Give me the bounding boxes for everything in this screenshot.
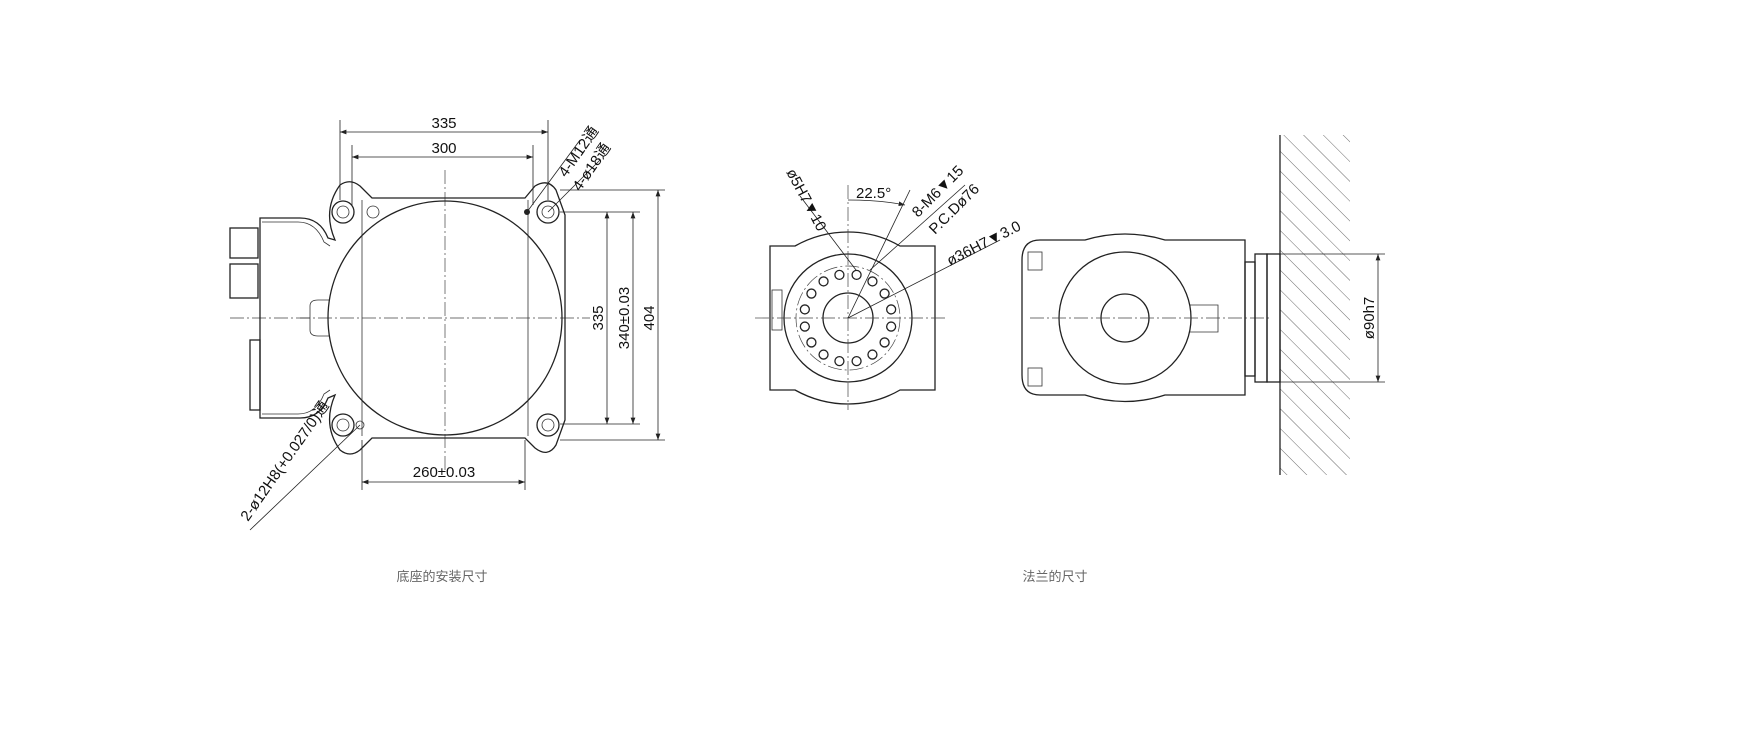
mounting-wall <box>1280 135 1350 475</box>
mounting-holes <box>331 200 560 437</box>
dim-height-inner: 335 <box>590 305 607 330</box>
flange-hole <box>851 269 862 280</box>
flange-hole <box>867 349 878 360</box>
flange-hole <box>867 276 878 287</box>
arm-cable-port <box>1027 367 1043 387</box>
flange-hole <box>879 288 890 299</box>
dim-width-outer: 335 <box>431 115 456 132</box>
flange-hole <box>834 269 845 280</box>
angle-label: 22.5° <box>856 185 891 202</box>
flange-hole <box>799 304 810 315</box>
dim-height-outer: 404 <box>641 305 658 330</box>
base-slot <box>300 299 330 337</box>
connectors <box>229 227 261 411</box>
flange-side-view: ø90h7 <box>1021 135 1385 475</box>
base-center-circle <box>327 200 563 436</box>
arm-key-tab <box>1190 304 1219 333</box>
flange-plate <box>1244 261 1256 377</box>
base-mounting-view: 335 300 335 340±0.03 404 260±0.03 4-M12通… <box>229 115 665 531</box>
dim-width-inner: 300 <box>431 140 456 157</box>
shaft-dimension-lines <box>1267 253 1385 383</box>
flange-hole <box>834 356 845 367</box>
arm-body <box>1021 233 1246 403</box>
dim-bottom: 260±0.03 <box>413 464 475 481</box>
base-dimension-lines <box>249 120 665 531</box>
flange-hole <box>799 321 810 332</box>
flange-hole <box>879 337 890 348</box>
flange-hole <box>806 288 817 299</box>
base-view-caption: 底座的安装尺寸 <box>396 569 488 584</box>
flange-holes <box>799 269 897 367</box>
flange-hole <box>818 276 829 287</box>
shaft-dim-label: ø90h7 <box>1361 297 1378 340</box>
bore-label: ø36H7▼3.0 <box>944 218 1024 270</box>
arm-cable-port <box>1027 251 1043 271</box>
dim-height-mid: 340±0.03 <box>616 287 633 349</box>
pin-holes-label: 2-ø12H8(+0.027/0)通 <box>237 398 332 524</box>
base-inner-edge <box>262 221 331 415</box>
flange-hole <box>886 304 897 315</box>
flange-body <box>769 231 936 405</box>
flange-view-caption: 法兰的尺寸 <box>1022 569 1088 584</box>
flange-hole <box>851 356 862 367</box>
base-outline <box>259 181 566 455</box>
flange-side-tab <box>771 289 783 331</box>
flange-hole <box>886 321 897 332</box>
pin-hole-label: ø5H7▼10 <box>782 166 829 234</box>
flange-hole <box>806 337 817 348</box>
flange-hole <box>818 349 829 360</box>
flange-front-view: 22.5° ø5H7▼10 8-M6▼15 P.C.Dø76 ø36H7▼3.0 <box>755 162 1024 410</box>
flange-dimension-lines <box>799 184 1001 319</box>
